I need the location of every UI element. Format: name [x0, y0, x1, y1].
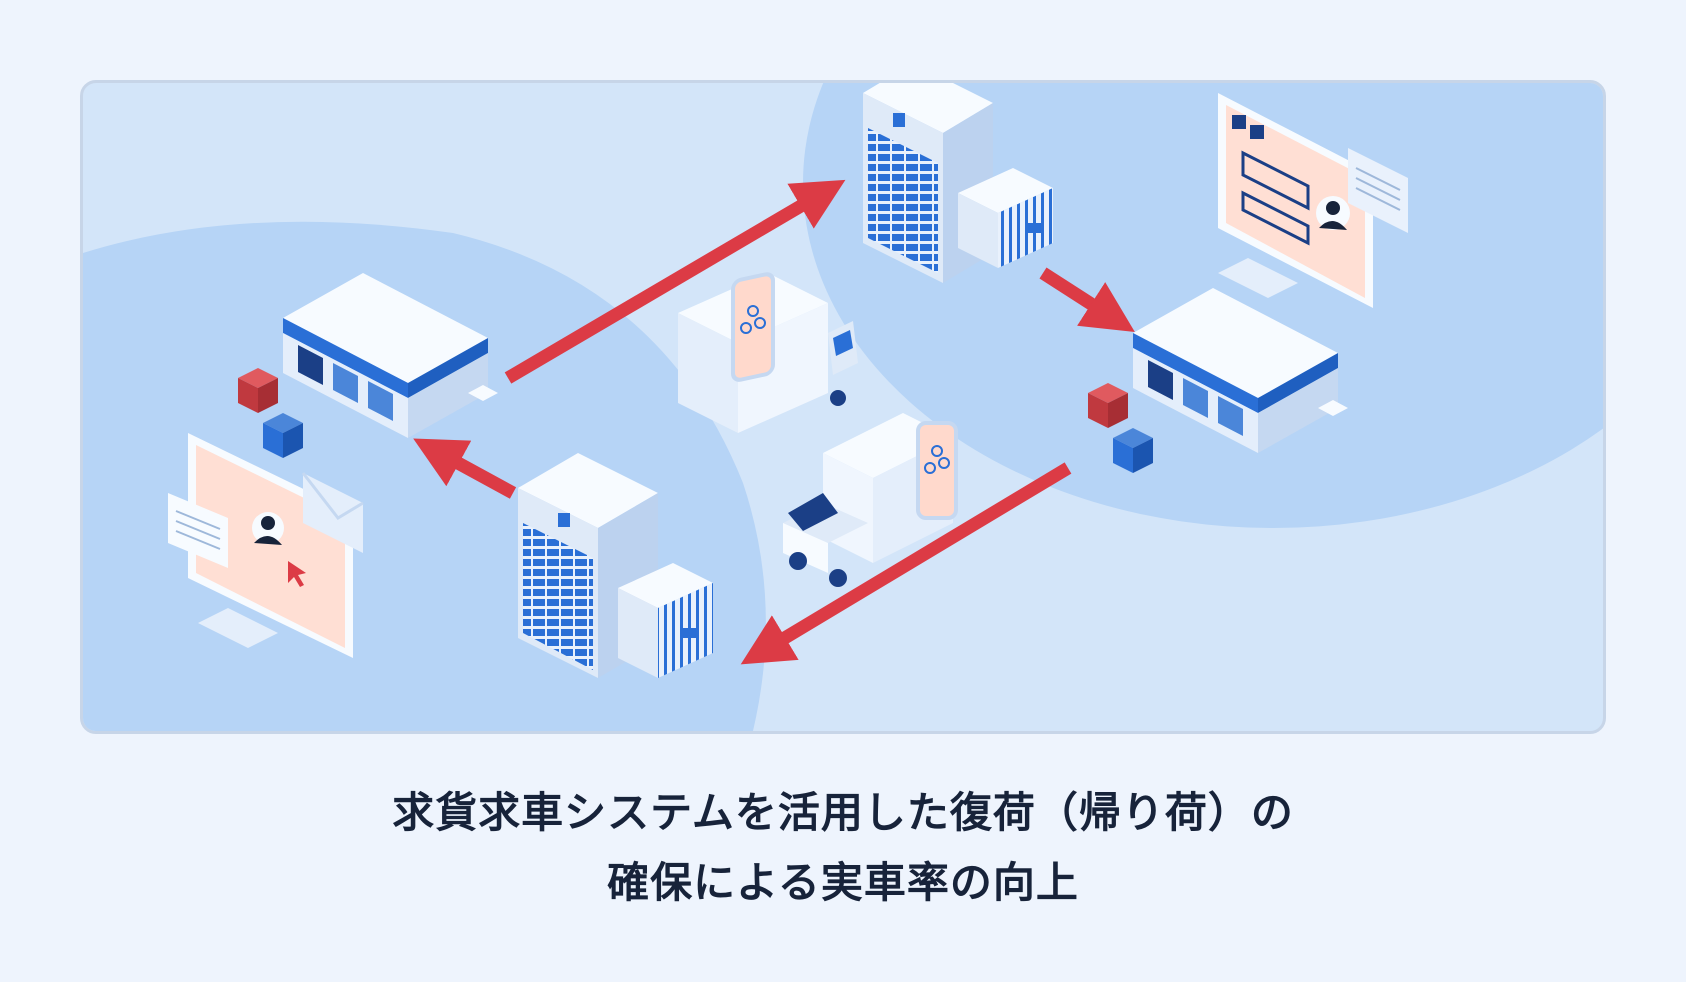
computer-monitor-icon [1218, 93, 1408, 308]
smartphone-network-icon [916, 421, 958, 520]
mouse-cursor-icon [288, 561, 306, 587]
small-crate [1318, 400, 1348, 416]
caption: 求貨求車システムを活用した復荷（帰り荷）の 確保による実車率の向上 [0, 778, 1686, 918]
document-card [1348, 148, 1408, 233]
office-building-icon [518, 453, 713, 678]
warehouse-icon [283, 273, 488, 438]
smartphone-network-icon [731, 272, 775, 382]
logistics-diagram [83, 83, 1603, 731]
flow-arrows [413, 179, 1135, 665]
arrow-warehouse-to-hq [504, 179, 846, 384]
envelope-icon [301, 472, 364, 553]
cardboard-box-icon [1088, 383, 1153, 473]
office-building-icon [863, 83, 1053, 283]
computer-monitor-icon [168, 433, 364, 658]
illustration-panel [80, 80, 1606, 734]
user-profile-icon [252, 512, 284, 545]
delivery-truck-icon [678, 272, 858, 433]
delivery-truck-icon [783, 413, 958, 587]
arrow-warehouse-to-office [740, 462, 1072, 665]
user-profile-icon [1316, 196, 1350, 230]
caption-line-1: 求貨求車システムを活用した復荷（帰り荷）の [392, 788, 1294, 837]
small-crate [468, 385, 498, 401]
cardboard-box-icon [238, 368, 303, 458]
caption-line-2: 確保による実車率の向上 [607, 858, 1079, 907]
warehouse-icon [1133, 288, 1338, 453]
arrow-office-to-warehouse [413, 438, 517, 499]
arrow-hq-to-warehouse [1039, 267, 1135, 333]
